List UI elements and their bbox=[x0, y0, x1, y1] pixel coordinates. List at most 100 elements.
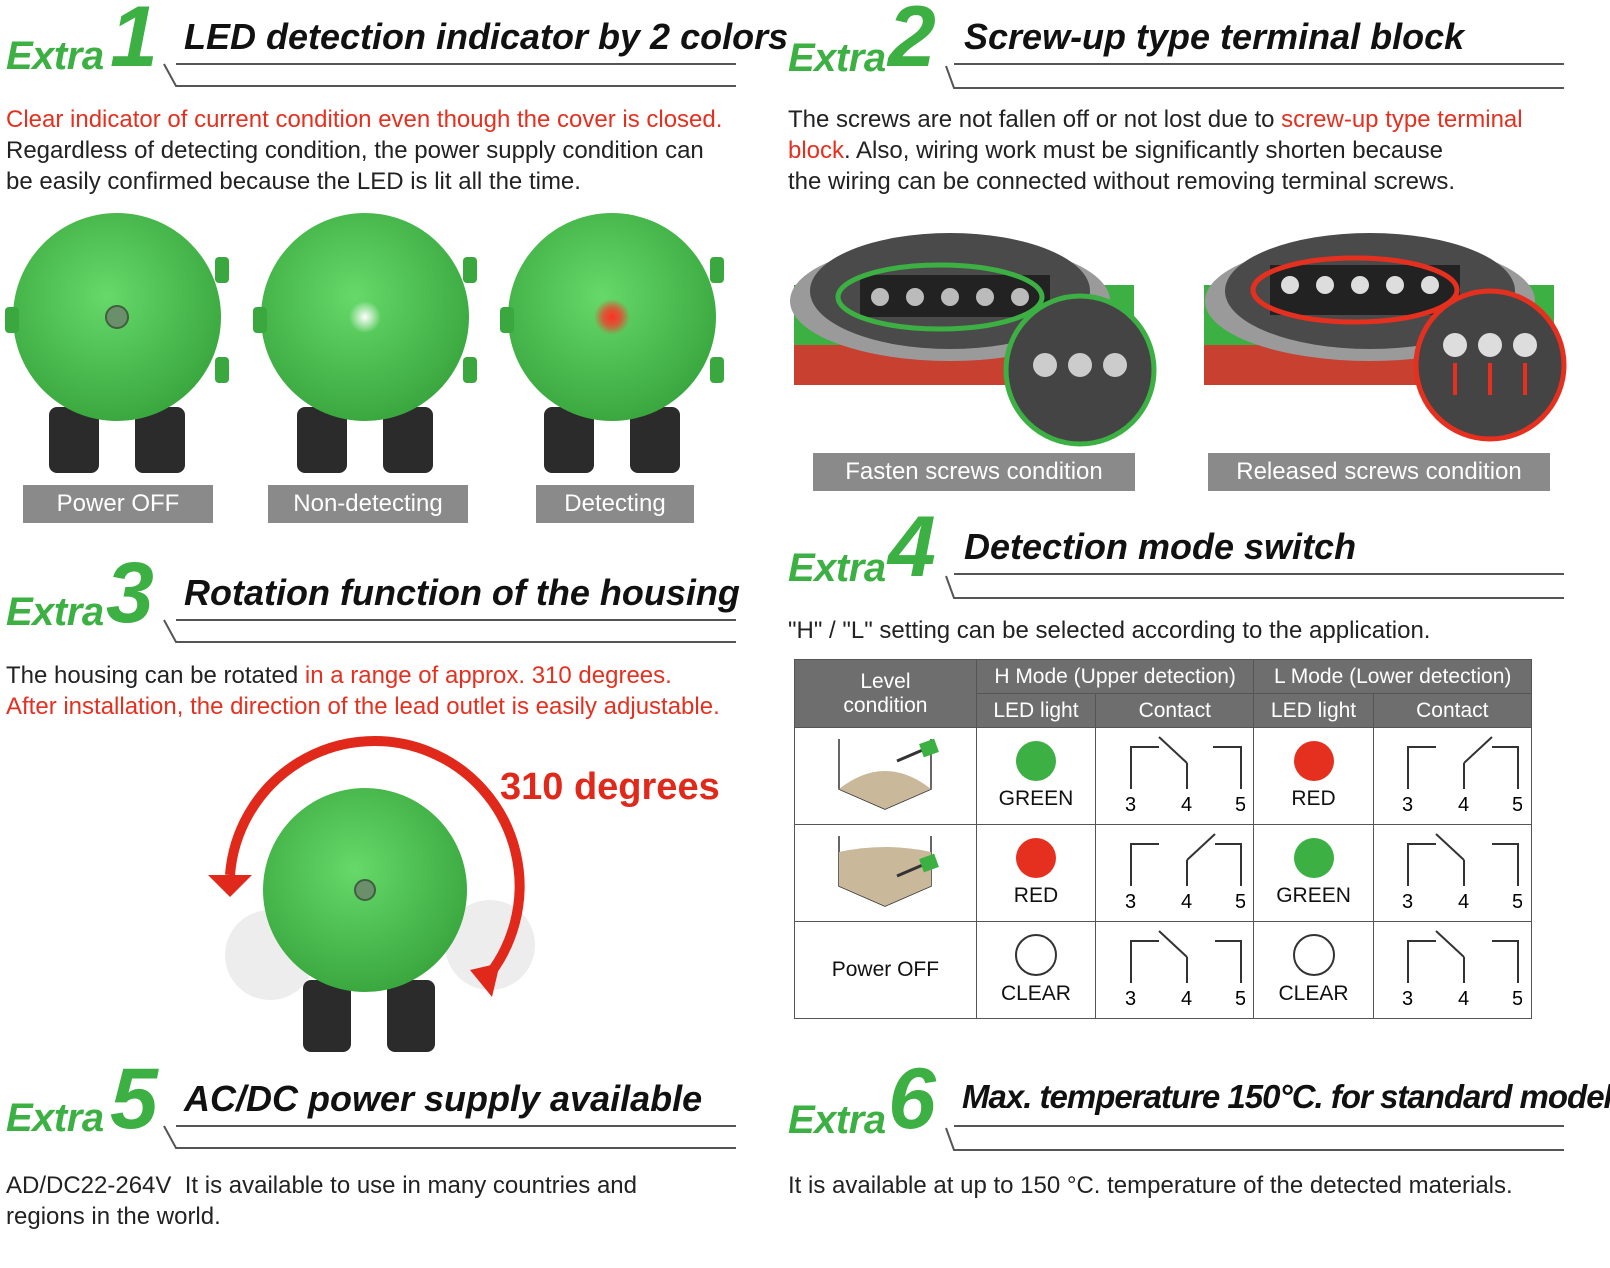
housing-non-detecting bbox=[253, 213, 477, 473]
l-led-light-header: LED light bbox=[1253, 693, 1374, 728]
led-label: CLEAR bbox=[1278, 982, 1349, 1005]
terminal-3: 3 bbox=[1402, 988, 1413, 1007]
terminal-4: 4 bbox=[1181, 794, 1192, 813]
led-red-icon bbox=[1015, 838, 1056, 878]
terminal-4: 4 bbox=[1181, 988, 1192, 1007]
section6-body: It is available at up to 150 °C. tempera… bbox=[788, 1172, 1513, 1199]
terminal-5: 5 bbox=[1235, 794, 1245, 813]
section4-intro: "H" / "L" setting can be selected accord… bbox=[788, 617, 1431, 644]
terminal-4: 4 bbox=[1458, 988, 1469, 1007]
extra-label: Extra bbox=[788, 36, 886, 80]
section1-red-line: Clear indicator of current condition eve… bbox=[6, 106, 723, 133]
h-led-light-header: LED light bbox=[975, 693, 1097, 728]
section-number: 4 bbox=[888, 499, 936, 595]
terminal-4: 4 bbox=[1458, 794, 1469, 813]
arrow-head-left bbox=[208, 875, 252, 897]
led-green-icon bbox=[1015, 741, 1056, 781]
section-title: Max. temperature 150°C. for standard mod… bbox=[962, 1078, 1610, 1115]
extra-label: Extra bbox=[788, 546, 886, 590]
section3-line2-red: After installation, the direction of the… bbox=[6, 693, 720, 720]
terminal-block-released bbox=[1204, 233, 1567, 442]
section5-line1: AD/DC22-264V It is available to use in m… bbox=[6, 1172, 637, 1199]
l-contact-cell: 3 4 5 bbox=[1372, 921, 1533, 1019]
header-underline bbox=[945, 63, 1564, 89]
section2-body: The screws are not fallen off or not los… bbox=[788, 104, 1568, 197]
section5-header: Extra 5 AC/DC power supply available bbox=[6, 1056, 736, 1152]
section5-body: AD/DC22-264V It is available to use in m… bbox=[6, 1170, 746, 1232]
terminal-5: 5 bbox=[1235, 988, 1245, 1007]
l-led-cell: RED bbox=[1253, 727, 1374, 825]
led-label: RED bbox=[1013, 884, 1059, 907]
led-label: GREEN bbox=[1276, 884, 1351, 907]
degrees-label: 310 degrees bbox=[500, 766, 720, 808]
led-red-icon bbox=[1293, 741, 1334, 781]
extra-label: Extra bbox=[6, 590, 104, 634]
header-underline bbox=[163, 63, 736, 87]
section2-line2: . Also, wiring work must be significantl… bbox=[844, 137, 1443, 164]
led-label: GREEN bbox=[998, 787, 1074, 810]
rotation-arrow bbox=[225, 736, 525, 984]
caption-detecting: Detecting bbox=[536, 485, 694, 523]
housing-detecting bbox=[500, 213, 724, 473]
section-title: Screw-up type terminal block bbox=[964, 16, 1465, 57]
caption-fasten-screws: Fasten screws condition bbox=[813, 453, 1135, 491]
caption-power-off: Power OFF bbox=[23, 485, 213, 523]
rotation-illustration bbox=[208, 736, 535, 1052]
section-number: 3 bbox=[106, 545, 154, 641]
section3-header: Extra 3 Rotation function of the housing bbox=[6, 550, 740, 646]
header-underline bbox=[945, 1125, 1564, 1151]
tank-level-icon bbox=[838, 836, 940, 907]
section-number: 2 bbox=[888, 0, 936, 85]
l-led-cell: CLEAR bbox=[1253, 921, 1374, 1019]
section-title: Rotation function of the housing bbox=[184, 572, 740, 613]
arrow-head-right bbox=[470, 963, 500, 997]
section2-line1-red: screw-up type terminal bbox=[1281, 106, 1523, 133]
section-title: Detection mode switch bbox=[964, 526, 1357, 567]
section-number: 1 bbox=[110, 0, 158, 85]
table-row: GREEN 3 4 5 RED 3 4 5 bbox=[794, 727, 1533, 825]
extra-label: Extra bbox=[6, 1096, 104, 1140]
level-condition-header: Level condition bbox=[794, 659, 977, 728]
terminal-block-photos bbox=[790, 233, 1567, 447]
terminal-3: 3 bbox=[1402, 794, 1413, 813]
terminal-4: 4 bbox=[1181, 891, 1192, 910]
terminal-5: 5 bbox=[1512, 794, 1522, 813]
section2-line2-red: block bbox=[788, 137, 845, 164]
section2-header: Extra 2 Screw-up type terminal block bbox=[788, 0, 1564, 90]
level-diagram-full bbox=[794, 824, 977, 922]
detection-mode-table: Level condition H Mode (Upper detection)… bbox=[794, 659, 1533, 1019]
section4-header: Extra 4 Detection mode switch bbox=[788, 504, 1564, 600]
led-clear-icon bbox=[1292, 934, 1335, 976]
terminal-4: 4 bbox=[1458, 891, 1469, 910]
section1-body: Clear indicator of current condition eve… bbox=[6, 104, 746, 197]
terminal-3: 3 bbox=[1402, 891, 1413, 910]
contact-closed-icon: 3 4 5 bbox=[1402, 736, 1523, 816]
section-title: AC/DC power supply available bbox=[184, 1078, 703, 1119]
section2-line1: The screws are not fallen off or not los… bbox=[788, 106, 1282, 133]
header-underline bbox=[163, 619, 736, 643]
section-number: 5 bbox=[110, 1051, 158, 1147]
section3-line1: The housing can be rotated bbox=[6, 662, 305, 689]
level-condition-power-off: Power OFF bbox=[794, 921, 977, 1019]
housing-power-off bbox=[5, 213, 229, 473]
l-contact-cell: 3 4 5 bbox=[1372, 727, 1533, 825]
extra-label: Extra bbox=[788, 1098, 886, 1142]
section5-line2: regions in the world. bbox=[6, 1203, 221, 1230]
terminal-5: 5 bbox=[1512, 988, 1522, 1007]
terminal-3: 3 bbox=[1125, 891, 1136, 910]
h-mode-header: H Mode (Upper detection) bbox=[975, 659, 1255, 694]
led-clear-icon bbox=[1014, 934, 1057, 976]
section3-body: The housing can be rotated in a range of… bbox=[6, 660, 746, 722]
led-label: CLEAR bbox=[1000, 982, 1071, 1005]
led-label: RED bbox=[1291, 787, 1336, 810]
level-diagram-high bbox=[794, 727, 977, 825]
h-led-cell: CLEAR bbox=[975, 921, 1097, 1019]
section1-line3: be easily confirmed because the LED is l… bbox=[6, 168, 581, 195]
section3-line1-red: in a range of approx. 310 degrees. bbox=[304, 662, 672, 689]
caption-non-detecting: Non-detecting bbox=[268, 485, 468, 523]
